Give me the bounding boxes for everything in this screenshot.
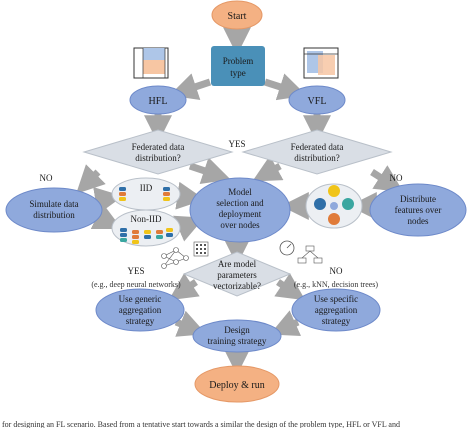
fed-right-diamond: Federated data distribution? bbox=[241, 129, 393, 175]
specific-node: Use specific aggregation strategy bbox=[291, 288, 381, 332]
neural-network-icon bbox=[161, 247, 189, 269]
edge-label-no-right: NO bbox=[390, 173, 403, 183]
generic-label-2: aggregation bbox=[119, 305, 162, 315]
vectorizable-diamond: Are model parameters vectorizable? bbox=[182, 251, 292, 297]
vfl-partition-icon bbox=[303, 47, 339, 79]
fed-left-label-1: Federated data bbox=[132, 142, 185, 152]
specific-label-1: Use specific bbox=[314, 294, 358, 304]
model-label-1: Model bbox=[228, 187, 252, 197]
arrow-vect-to-generic bbox=[168, 273, 200, 301]
figure-caption: for designing an FL scenario. Based from… bbox=[2, 420, 400, 428]
fed-right-label-2: distribution? bbox=[294, 153, 340, 163]
simulate-label-2: distribution bbox=[33, 210, 75, 220]
hfl-partition-icon bbox=[133, 47, 169, 79]
arrow-vect-to-specific bbox=[274, 273, 306, 301]
model-label-2: selection and bbox=[216, 198, 264, 208]
tree-structure-icon bbox=[297, 245, 323, 264]
database-stack-icon bbox=[120, 228, 173, 244]
specific-label-2: aggregation bbox=[315, 305, 358, 315]
vfl-nodes-cluster bbox=[305, 183, 363, 229]
problem-type-label-1: Problem bbox=[223, 56, 254, 66]
node-disk-icon bbox=[314, 185, 354, 225]
arrow-fedleft-to-simulate bbox=[76, 164, 106, 194]
arrow-fedleft-to-model bbox=[188, 157, 231, 184]
iid-group: IID bbox=[111, 177, 181, 211]
model-label-3: deployment bbox=[219, 209, 262, 219]
distribute-label-3: nodes bbox=[408, 216, 429, 226]
problem-type-node: Problem type bbox=[211, 46, 265, 86]
model-selection-node: Model selection and deployment over node… bbox=[189, 177, 291, 243]
arrow-problem-to-vfl bbox=[263, 73, 307, 101]
start-node: Start bbox=[211, 0, 263, 30]
generic-label-1: Use generic bbox=[119, 294, 162, 304]
iid-label: IID bbox=[140, 183, 153, 193]
vect-label-3: vectorizable? bbox=[213, 281, 261, 291]
design-label-1: Design bbox=[224, 325, 250, 335]
gauge-icon bbox=[279, 240, 295, 256]
design-label-2: training strategy bbox=[208, 336, 267, 346]
fed-right-label-1: Federated data bbox=[291, 142, 344, 152]
simulate-label-1: Simulate data bbox=[29, 199, 78, 209]
deploy-node: Deploy & run bbox=[194, 365, 280, 403]
design-node: Design training strategy bbox=[192, 319, 282, 353]
noniid-label: Non-IID bbox=[131, 214, 162, 224]
arrow-problem-to-hfl bbox=[169, 73, 212, 100]
hfl-node: HFL bbox=[129, 85, 187, 115]
arrow-simulate-to-noniid bbox=[90, 203, 123, 230]
fed-left-label-2: distribution? bbox=[135, 153, 181, 163]
generic-node: Use generic aggregation strategy bbox=[95, 288, 185, 332]
distribute-node: Distribute features over nodes bbox=[369, 183, 467, 237]
matrix-icon bbox=[193, 241, 209, 257]
deploy-label: Deploy & run bbox=[209, 380, 265, 391]
vect-label-1: Are model bbox=[218, 259, 257, 269]
model-label-4: over nodes bbox=[220, 220, 260, 230]
distribute-label-1: Distribute bbox=[400, 194, 436, 204]
edge-label-no-mid: NO bbox=[330, 266, 343, 276]
edge-note-no-mid: (e.g., kNN, decision trees) bbox=[294, 280, 379, 289]
arrow-specific-to-design bbox=[269, 310, 302, 336]
edge-note-yes-mid: (e.g., deep neural networks) bbox=[91, 280, 181, 289]
vfl-label: VFL bbox=[308, 96, 327, 107]
fed-left-diamond: Federated data distribution? bbox=[82, 129, 234, 175]
generic-label-3: strategy bbox=[126, 316, 155, 326]
edge-label-no-left: NO bbox=[40, 173, 53, 183]
specific-label-3: strategy bbox=[322, 316, 351, 326]
edge-label-yes-mid: YES bbox=[127, 266, 144, 276]
simulate-node: Simulate data distribution bbox=[5, 187, 103, 233]
vfl-node: VFL bbox=[288, 85, 346, 115]
arrow-generic-to-design bbox=[174, 310, 207, 337]
arrow-simulate-to-iid bbox=[93, 186, 124, 215]
arrow-fedright-to-model bbox=[252, 155, 284, 182]
problem-type-label-2: type bbox=[230, 68, 246, 78]
database-stack-icon bbox=[119, 187, 170, 201]
arrow-iid-to-model bbox=[175, 181, 206, 210]
arrow-fedright-to-distribute bbox=[370, 165, 404, 193]
start-label: Start bbox=[228, 11, 247, 22]
distribute-label-2: features over bbox=[395, 205, 442, 215]
hfl-label: HFL bbox=[149, 96, 168, 107]
vect-label-2: parameters bbox=[217, 270, 257, 280]
arrow-noniid-to-model bbox=[173, 215, 205, 242]
edge-label-yes-top: YES bbox=[228, 139, 245, 149]
noniid-group: Non-IID bbox=[111, 209, 181, 247]
